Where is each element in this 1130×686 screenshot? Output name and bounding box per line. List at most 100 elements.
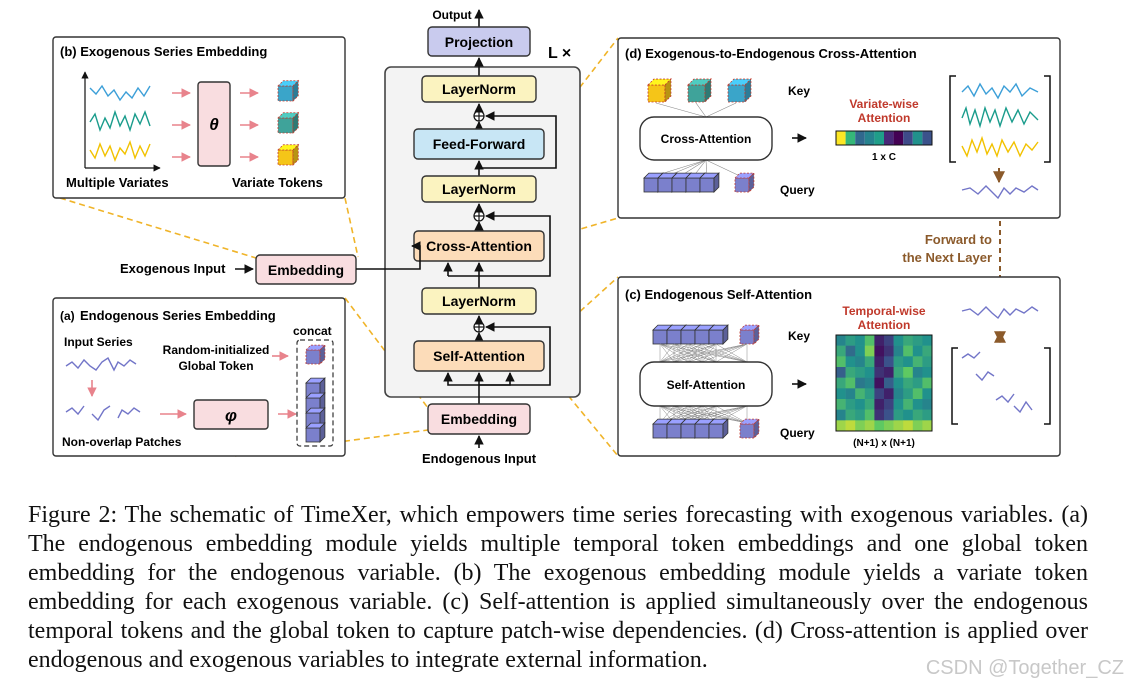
- concat-tokens: [305, 344, 326, 443]
- global-token-label-1: Random-initialized: [163, 343, 270, 357]
- output-label: Output: [432, 8, 471, 22]
- heat-cell: [922, 367, 933, 378]
- heat-cell: [845, 388, 856, 400]
- heat-cell: [912, 377, 923, 389]
- heat-cell: [836, 367, 846, 378]
- panel-d-attention-label: Cross-Attention: [661, 132, 752, 146]
- c-input-series: [961, 306, 1039, 320]
- bracket-right-c: [1044, 347, 1051, 425]
- layernorm-top-block: [421, 75, 537, 103]
- bracket-left-c: [951, 347, 958, 425]
- feed-forward-block: [413, 128, 545, 160]
- heat-cell: [884, 345, 894, 357]
- heat-cell: [845, 377, 856, 389]
- heat-cell: [836, 399, 846, 410]
- heat-cell: [864, 367, 875, 378]
- heat-cell: [845, 409, 856, 421]
- heat-cell: [912, 409, 923, 421]
- heat-cell: [855, 399, 866, 410]
- c-patch-3: [995, 393, 1015, 404]
- heat-cell: [912, 335, 923, 346]
- encoder-stack: L × Output Projection LayerNorm Feed-For…: [384, 8, 581, 466]
- heat-cell: [903, 409, 914, 421]
- layer-count: L ×: [548, 45, 571, 62]
- variate-series-cyan: [89, 84, 151, 102]
- key-tokens: [652, 324, 760, 345]
- exogenous-embedding-label: Embedding: [268, 262, 344, 278]
- panel-c-key-label: Key: [788, 329, 810, 343]
- key-token-2: [687, 78, 712, 103]
- attention-cell-8: [903, 131, 913, 145]
- endogenous-embedding-block: [427, 403, 531, 435]
- layernorm-top-label: LayerNorm: [442, 81, 516, 97]
- d-series-yellow: [961, 135, 1039, 159]
- forward-label-2: the Next Layer: [902, 250, 992, 265]
- heat-cell: [836, 377, 846, 389]
- panel-d-key-label: Key: [788, 84, 810, 98]
- layernorm-bottom-label: LayerNorm: [442, 293, 516, 309]
- phi-block: [193, 399, 269, 430]
- variate-wise-label-1: Variate-wise: [849, 97, 919, 111]
- self-attention-label: Self-Attention: [433, 348, 525, 364]
- attention-cell-2: [845, 131, 856, 145]
- attention-cell-6: [884, 131, 894, 145]
- forward-to-next-layer: Forward to the Next Layer: [902, 221, 1006, 300]
- heat-cell: [836, 388, 846, 400]
- panel-d-title: (d) Exogenous-to-Endogenous Cross-Attent…: [625, 46, 917, 61]
- heat-cell: [912, 420, 923, 432]
- d-series-cyan: [961, 82, 1039, 100]
- heat-cell: [874, 367, 885, 378]
- heat-cell: [855, 345, 866, 357]
- bracket-right: [1044, 75, 1051, 163]
- panel-c-attention-label: Self-Attention: [667, 378, 746, 392]
- variate-token-cyan: [277, 79, 300, 102]
- query-global-token: [734, 172, 755, 193]
- temporal-token-4: [305, 422, 326, 443]
- heat-cell: [855, 335, 866, 346]
- patch-3: [117, 407, 141, 419]
- global-token: [305, 344, 326, 365]
- temporal-wise-label-2: Attention: [858, 318, 911, 332]
- heat-cell: [893, 420, 904, 432]
- heat-cell: [874, 388, 885, 400]
- variate-attention-bar: [835, 130, 933, 146]
- heat-cell: [884, 367, 894, 378]
- heat-cell: [845, 399, 856, 410]
- heat-cell: [855, 409, 866, 421]
- heat-cell: [864, 335, 875, 346]
- panel-b-title: (b) Exogenous Series Embedding: [60, 44, 267, 59]
- variate-wise-label-2: Attention: [858, 111, 911, 125]
- global-token-label-2: Global Token: [178, 359, 253, 373]
- heat-cell: [922, 399, 933, 410]
- exogenous-input-label: Exogenous Input: [120, 261, 226, 276]
- bracket-left: [949, 75, 956, 163]
- heat-cell: [845, 345, 856, 357]
- layernorm-bottom-block: [421, 287, 537, 315]
- heat-cell: [864, 409, 875, 421]
- heat-cell: [922, 356, 933, 368]
- variate-series-teal: [89, 109, 151, 133]
- key-token-5: [708, 324, 729, 345]
- heat-cell: [893, 409, 904, 421]
- c-patch-4: [1013, 400, 1033, 414]
- variate-series-yellow: [89, 139, 151, 162]
- input-series-label: Input Series: [64, 335, 133, 349]
- temporal-attention-heatmap: [835, 334, 933, 432]
- heat-cell: [864, 388, 875, 400]
- cross-attention-label: Cross-Attention: [426, 238, 532, 254]
- heat-cell: [855, 377, 866, 389]
- heat-cell: [903, 388, 914, 400]
- heat-cell: [836, 420, 846, 432]
- attention-cell-10: [922, 131, 932, 145]
- heat-cell: [884, 409, 894, 421]
- query-tokens: [652, 418, 760, 439]
- variate-tokens-label: Variate Tokens: [232, 175, 323, 190]
- attention-cell-7: [893, 131, 904, 145]
- d-output-series: [961, 185, 1039, 200]
- heat-cell: [903, 345, 914, 357]
- heat-cell: [845, 356, 856, 368]
- variate-attention-dims: 1 x C: [872, 152, 896, 163]
- variate-token-teal: [277, 111, 300, 134]
- query-token-5: [699, 172, 720, 193]
- heat-cell: [874, 420, 885, 432]
